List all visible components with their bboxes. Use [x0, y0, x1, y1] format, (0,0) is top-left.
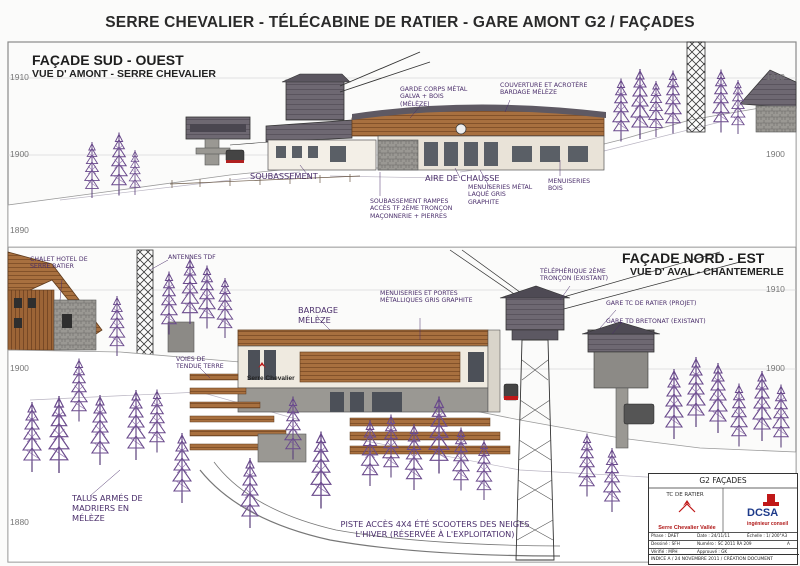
- top-facade-heading: FAÇADE SUD - OUEST: [32, 52, 184, 68]
- note-menuiseries-bois: Menuiseries bois: [548, 178, 591, 193]
- level-label: 1900: [10, 149, 29, 159]
- serre-chevalier-logo-icon: [678, 500, 696, 513]
- level-label: 1900: [766, 149, 785, 159]
- note-menuiseries-metal: Menuiseries métal laqué gris graphite: [468, 184, 533, 206]
- title-block-firm-subtitle: ingénieur conseil: [747, 521, 789, 527]
- station-sign: Serre Chevalier: [247, 375, 295, 382]
- note-gare-td: Gare TD Bretonat (existant): [606, 318, 706, 325]
- level-label: 1910: [10, 72, 29, 82]
- title-block-logos: [649, 487, 797, 532]
- note-talus: Talus armés de madriers en mélèze: [72, 493, 143, 523]
- facade-south-west: [7, 41, 797, 248]
- bottom-facade-heading: FAÇADE NORD - EST: [622, 250, 765, 266]
- top-facade-subheading: VUE D' AMONT - SERRE CHEVALIER: [32, 68, 216, 80]
- level-label: 1910: [766, 72, 785, 82]
- level-label: 1890: [10, 225, 29, 235]
- note-garde-corps: Garde corps métal galva + bois (mélèze): [400, 86, 468, 108]
- note-soubassement: Soubassement: [250, 171, 318, 181]
- title-block-subtitle: TC DE RATIER: [666, 492, 704, 498]
- dcsa-logo-icon: [763, 494, 779, 506]
- facade-north-east: [7, 249, 797, 563]
- note-piste: Piste accès 4x4 été scooters des neiges …: [340, 519, 530, 539]
- title-block-revision: INDICE A / 24 NOVEMBRE 2011 / CRÉATION D…: [649, 554, 799, 564]
- title-block-title: G2 FAÇADES: [699, 476, 747, 485]
- level-label: 1880: [10, 517, 29, 527]
- bottom-facade-subheading: VUE D' AVAL - CHANTEMERLE: [630, 266, 784, 278]
- level-label: 1900: [766, 363, 785, 373]
- note-chalet: Chalet hotel de Serre Ratier: [30, 256, 88, 271]
- note-aire-chausse: Aire de chausse: [425, 173, 500, 183]
- note-soubassement-rampes: Soubassement rampes accès TF 2ème tronço…: [370, 198, 453, 220]
- sheet-title: SERRE CHEVALIER - TÉLÉCABINE DE RATIER -…: [105, 14, 695, 31]
- title-block: G2 FAÇADES TC DE RATIER Serre Chevalier …: [648, 473, 799, 565]
- note-bardage: Bardage mélèze: [298, 305, 339, 325]
- note-couverture: Couverture et acrotère bardage mélèze: [500, 82, 588, 97]
- note-antennes: Antennes TDF: [168, 254, 216, 261]
- note-telepherique: Téléphérique 2ème tronçon (existant): [540, 268, 609, 283]
- title-block-client: Serre Chevalier Vallée: [658, 525, 716, 531]
- note-menuiseries: Menuiseries et portes métalliques gris g…: [380, 290, 473, 305]
- note-voies: Voies de tendue terre: [176, 356, 224, 371]
- level-label: 1910: [766, 284, 785, 294]
- title-block-firm: DCSA: [747, 507, 779, 519]
- note-gare-tc: Gare TC de Ratier (projet): [606, 300, 697, 307]
- level-label: 1900: [10, 363, 29, 373]
